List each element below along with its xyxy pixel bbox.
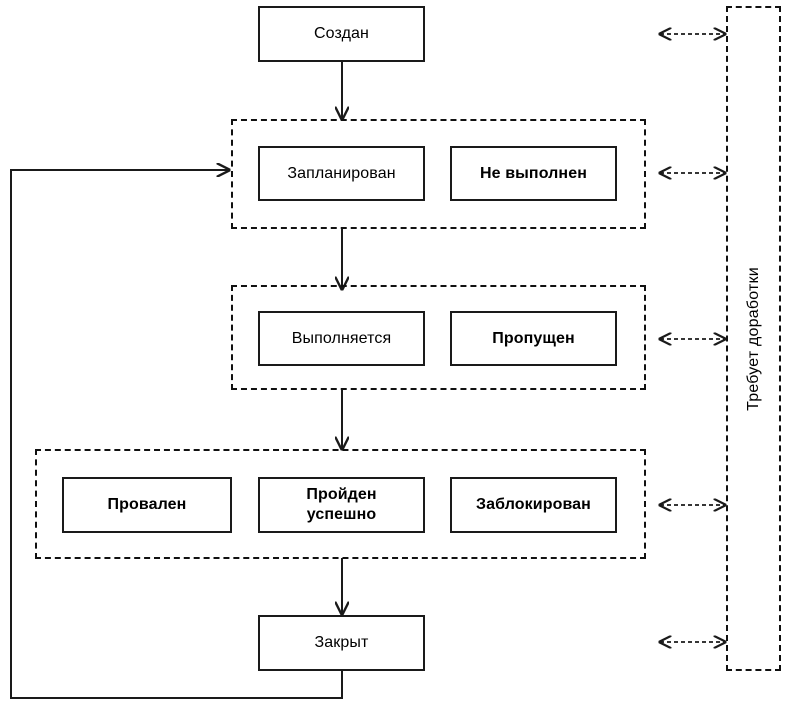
node-not-executed-label: Не выполнен [480, 164, 587, 182]
node-blocked[interactable]: Заблокирован [450, 477, 617, 533]
rework-panel[interactable]: Требует доработки [726, 6, 781, 671]
node-planned[interactable]: Запланирован [258, 146, 425, 201]
group-planned-container [231, 119, 646, 229]
node-running-label: Выполняется [291, 329, 392, 347]
node-passed-label-line1: Пройден [306, 486, 377, 504]
rework-panel-label: Требует доработки [744, 266, 762, 411]
node-closed-label: Закрыт [314, 634, 369, 652]
node-failed-label: Провален [107, 496, 187, 514]
node-passed-label-line2: успешно [306, 506, 377, 523]
group-results-container [35, 449, 646, 559]
group-running-container [231, 285, 646, 390]
node-not-executed[interactable]: Не выполнен [450, 146, 617, 201]
node-failed[interactable]: Провален [62, 477, 232, 533]
node-blocked-label: Заблокирован [476, 496, 591, 514]
node-closed[interactable]: Закрыт [258, 615, 425, 671]
node-planned-label: Запланирован [287, 164, 396, 182]
node-skipped[interactable]: Пропущен [450, 311, 617, 366]
node-passed[interactable]: Пройден успешно [258, 477, 425, 533]
node-passed-label: Пройден успешно [306, 485, 376, 524]
node-skipped-label: Пропущен [492, 329, 575, 347]
node-running[interactable]: Выполняется [258, 311, 425, 366]
node-created[interactable]: Создан [258, 6, 425, 62]
node-created-label: Создан [314, 25, 369, 43]
